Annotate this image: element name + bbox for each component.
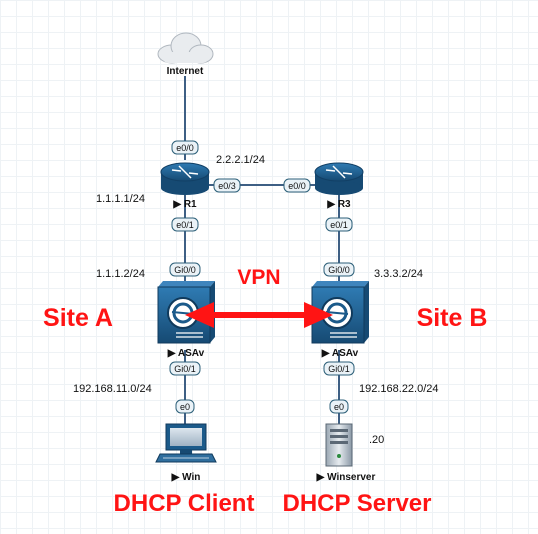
winserver-tower[interactable]: ▶ Winserver bbox=[316, 423, 376, 483]
router-icon bbox=[314, 162, 364, 195]
svg-text:e0: e0 bbox=[180, 402, 190, 412]
port-asav-a-gi01[interactable]: Gi0/1 bbox=[169, 361, 201, 376]
cloud-icon bbox=[157, 32, 214, 64]
winserver-label: ▶ Winserver bbox=[316, 472, 376, 483]
address-asav-a-outside: 1.1.1.2/24 bbox=[96, 268, 145, 280]
site-b-label: Site B bbox=[417, 304, 488, 332]
svg-text:e0/1: e0/1 bbox=[330, 220, 348, 230]
svg-text:e0: e0 bbox=[334, 402, 344, 412]
svg-text:Gi0/0: Gi0/0 bbox=[174, 265, 196, 275]
dhcp-client-label: DHCP Client bbox=[114, 490, 255, 517]
vpn-label: VPN bbox=[237, 266, 280, 289]
links bbox=[184, 76, 340, 424]
svg-text:Gi0/1: Gi0/1 bbox=[328, 364, 350, 374]
port-win-e0[interactable]: e0 bbox=[175, 399, 195, 414]
address-r1-left: 1.1.1.1/24 bbox=[96, 193, 145, 205]
port-asav-b-gi01[interactable]: Gi0/1 bbox=[323, 361, 355, 376]
port-r1-e00[interactable]: e0/0 bbox=[171, 140, 199, 155]
site-a-label: Site A bbox=[43, 304, 113, 332]
asav-b-firewall[interactable]: ▶ ASAv bbox=[311, 281, 369, 359]
port-r1-e03[interactable]: e0/3 bbox=[213, 178, 241, 193]
address-server-host: .20 bbox=[369, 434, 384, 446]
dhcp-server-label: DHCP Server bbox=[283, 490, 432, 517]
r1-router[interactable]: ▶ R1 bbox=[160, 162, 210, 210]
server-icon bbox=[325, 423, 353, 467]
pc-icon bbox=[155, 423, 217, 463]
address-lan-b: 192.168.22.0/24 bbox=[359, 383, 439, 395]
firewall-icon bbox=[311, 281, 369, 344]
asav-b-label: ▶ ASAv bbox=[321, 348, 359, 359]
win-label: ▶ Win bbox=[171, 472, 201, 483]
internet-label: Internet bbox=[167, 66, 204, 77]
asav-a-firewall[interactable]: ▶ ASAv bbox=[157, 281, 215, 359]
svg-text:e0/0: e0/0 bbox=[288, 181, 306, 191]
asav-a-label: ▶ ASAv bbox=[167, 348, 205, 359]
port-r3-e01[interactable]: e0/1 bbox=[325, 217, 353, 232]
svg-text:e0/1: e0/1 bbox=[176, 220, 194, 230]
internet-node[interactable]: Internet bbox=[157, 32, 214, 77]
port-asav-b-gi00[interactable]: Gi0/0 bbox=[323, 262, 355, 277]
r3-router[interactable]: ▶ R3 bbox=[314, 162, 364, 210]
address-r1-r3: 2.2.2.1/24 bbox=[216, 154, 265, 166]
svg-text:e0/0: e0/0 bbox=[176, 143, 194, 153]
address-asav-b-outside: 3.3.3.2/24 bbox=[374, 268, 423, 280]
port-winserver-e0[interactable]: e0 bbox=[329, 399, 349, 414]
vpn-arrow bbox=[185, 302, 333, 328]
port-asav-a-gi00[interactable]: Gi0/0 bbox=[169, 262, 201, 277]
firewall-icon bbox=[157, 281, 215, 344]
svg-text:Gi0/0: Gi0/0 bbox=[328, 265, 350, 275]
address-lan-a: 192.168.11.0/24 bbox=[73, 383, 152, 395]
r3-label: ▶ R3 bbox=[326, 199, 351, 210]
svg-text:Gi0/1: Gi0/1 bbox=[174, 364, 196, 374]
win-pc[interactable]: ▶ Win bbox=[155, 423, 217, 483]
svg-text:e0/3: e0/3 bbox=[218, 181, 236, 191]
port-r3-e00[interactable]: e0/0 bbox=[283, 178, 311, 193]
router-icon bbox=[160, 162, 210, 195]
r1-label: ▶ R1 bbox=[172, 199, 197, 210]
port-badges: e0/0 e0/3 e0/0 e0/1 e0/1 Gi0/0 Gi0/0 Gi bbox=[169, 140, 355, 414]
port-r1-e01[interactable]: e0/1 bbox=[171, 217, 199, 232]
